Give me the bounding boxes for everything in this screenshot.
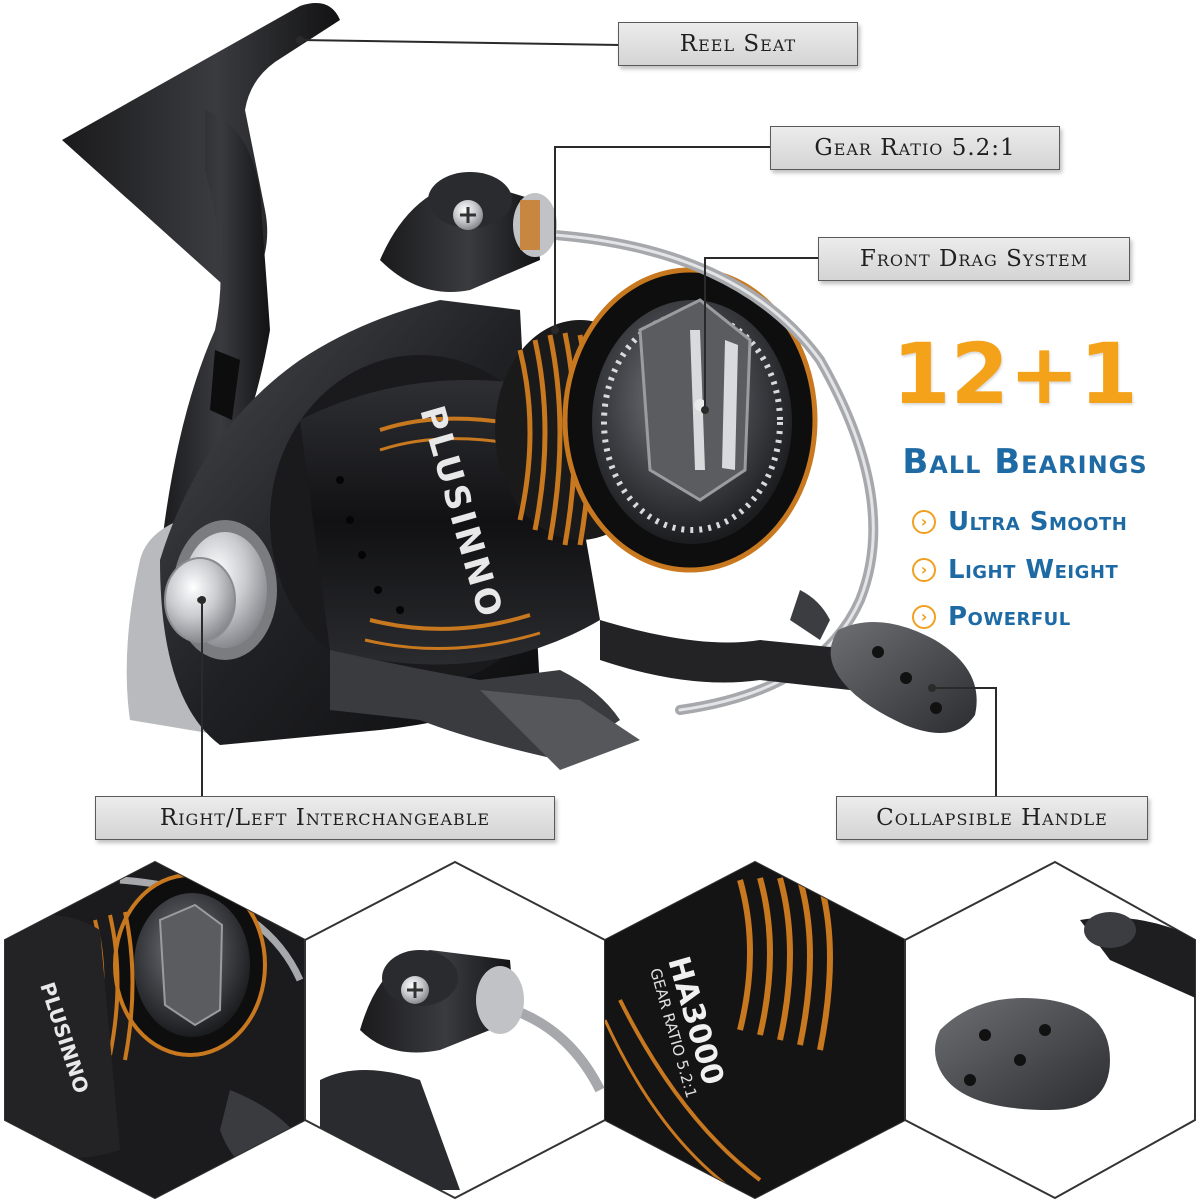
detail-model-label: HA3000 GEAR RATIO 5.2:1 (604, 860, 906, 1200)
feature-item: › Light Weight (912, 553, 1118, 587)
chevron-right-icon: › (912, 510, 936, 534)
detail-hexagons: PLUSINNO (4, 860, 1196, 1200)
detail-handle (904, 860, 1196, 1200)
detail-spool: PLUSINNO (4, 860, 306, 1200)
callout-handle-text: Collapsible Handle (876, 805, 1108, 831)
handle-assembly (600, 590, 977, 733)
line-roller (380, 172, 557, 292)
feature-label: Powerful (948, 602, 1071, 632)
chevron-right-icon: › (912, 605, 936, 629)
callout-reel-seat-text: Reel Seat (679, 31, 797, 57)
callout-front-drag: Front Drag System (818, 237, 1130, 281)
callout-collapsible-handle: Collapsible Handle (836, 796, 1148, 840)
callout-interchangeable: Right/Left Interchangeable (95, 796, 555, 840)
callout-front-drag-text: Front Drag System (859, 246, 1089, 272)
front-drag-cap (562, 267, 818, 573)
feature-item: › Powerful (912, 600, 1071, 634)
feature-label: Ultra Smooth (948, 507, 1128, 537)
bearing-count: 12+1 (892, 325, 1138, 423)
callout-gear-ratio-text: Gear Ratio 5.2:1 (814, 135, 1016, 161)
chevron-right-icon: › (912, 558, 936, 582)
feature-item: › Ultra Smooth (912, 505, 1127, 539)
feature-label: Light Weight (948, 555, 1119, 585)
reel-stem (160, 110, 270, 560)
callout-reel-seat: Reel Seat (618, 22, 858, 66)
reel-seat-foot (62, 3, 340, 300)
bearing-label: Ball Bearings (902, 442, 1148, 482)
detail-line-roller (304, 860, 606, 1200)
callout-interchangeable-text: Right/Left Interchangeable (159, 805, 491, 831)
callout-gear-ratio: Gear Ratio 5.2:1 (770, 126, 1060, 170)
